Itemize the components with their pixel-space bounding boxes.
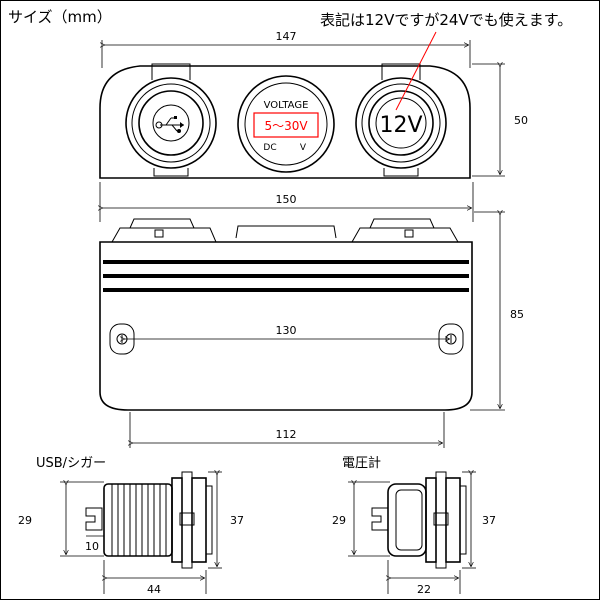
voltmeter-right-height: 37 [482,514,496,527]
top-width-label: 147 [276,30,297,43]
hole-spacing-label: 130 [276,324,297,337]
usb-socket-top [125,63,217,177]
callout-line [395,31,437,111]
usb-prong-label: 10 [85,540,99,553]
front-height-label: 85 [510,308,524,321]
usb-right-height: 37 [230,514,244,527]
voltmeter-dc: DC [263,143,276,153]
top-height-label: 50 [514,114,528,127]
front-width-label: 150 [276,193,297,206]
bottom-width-label: 112 [276,428,297,441]
top-panel [99,65,471,179]
voltmeter-left-height: 29 [332,514,346,527]
voltmeter-top: VOLTAGE 5～30V DC V [237,75,335,173]
socket-voltage-label: 12V [379,113,422,138]
front-left-socket [111,227,217,243]
voltmeter-length: 22 [417,583,431,596]
top-view: 147 VOLTAGE [99,30,528,179]
voltmeter-v: V [300,143,307,153]
usb-left-height: 29 [18,514,32,527]
voltmeter-range: 5～30V [264,119,308,133]
usb-socket-title: USB/シガー [36,456,106,471]
usb-icon [155,116,184,133]
cigar-socket-top: 12V [355,63,447,177]
usb-length: 44 [147,583,161,596]
compatibility-note: 表記は12Vですが24Vでも使えます。 [320,11,572,29]
front-body [99,241,473,411]
front-voltmeter [235,225,337,239]
voltmeter-title: VOLTAGE [264,100,309,111]
voltmeter-display [253,112,319,138]
usb-socket-side-view: USB/シガー 29 10 [18,456,244,596]
front-view: 150 130 85 [100,182,524,448]
diagram-title: サイズ（mm） [8,8,112,26]
voltmeter-part-title: 電圧計 [342,455,381,471]
voltmeter-side-view: 電圧計 29 37 22 [332,455,496,596]
